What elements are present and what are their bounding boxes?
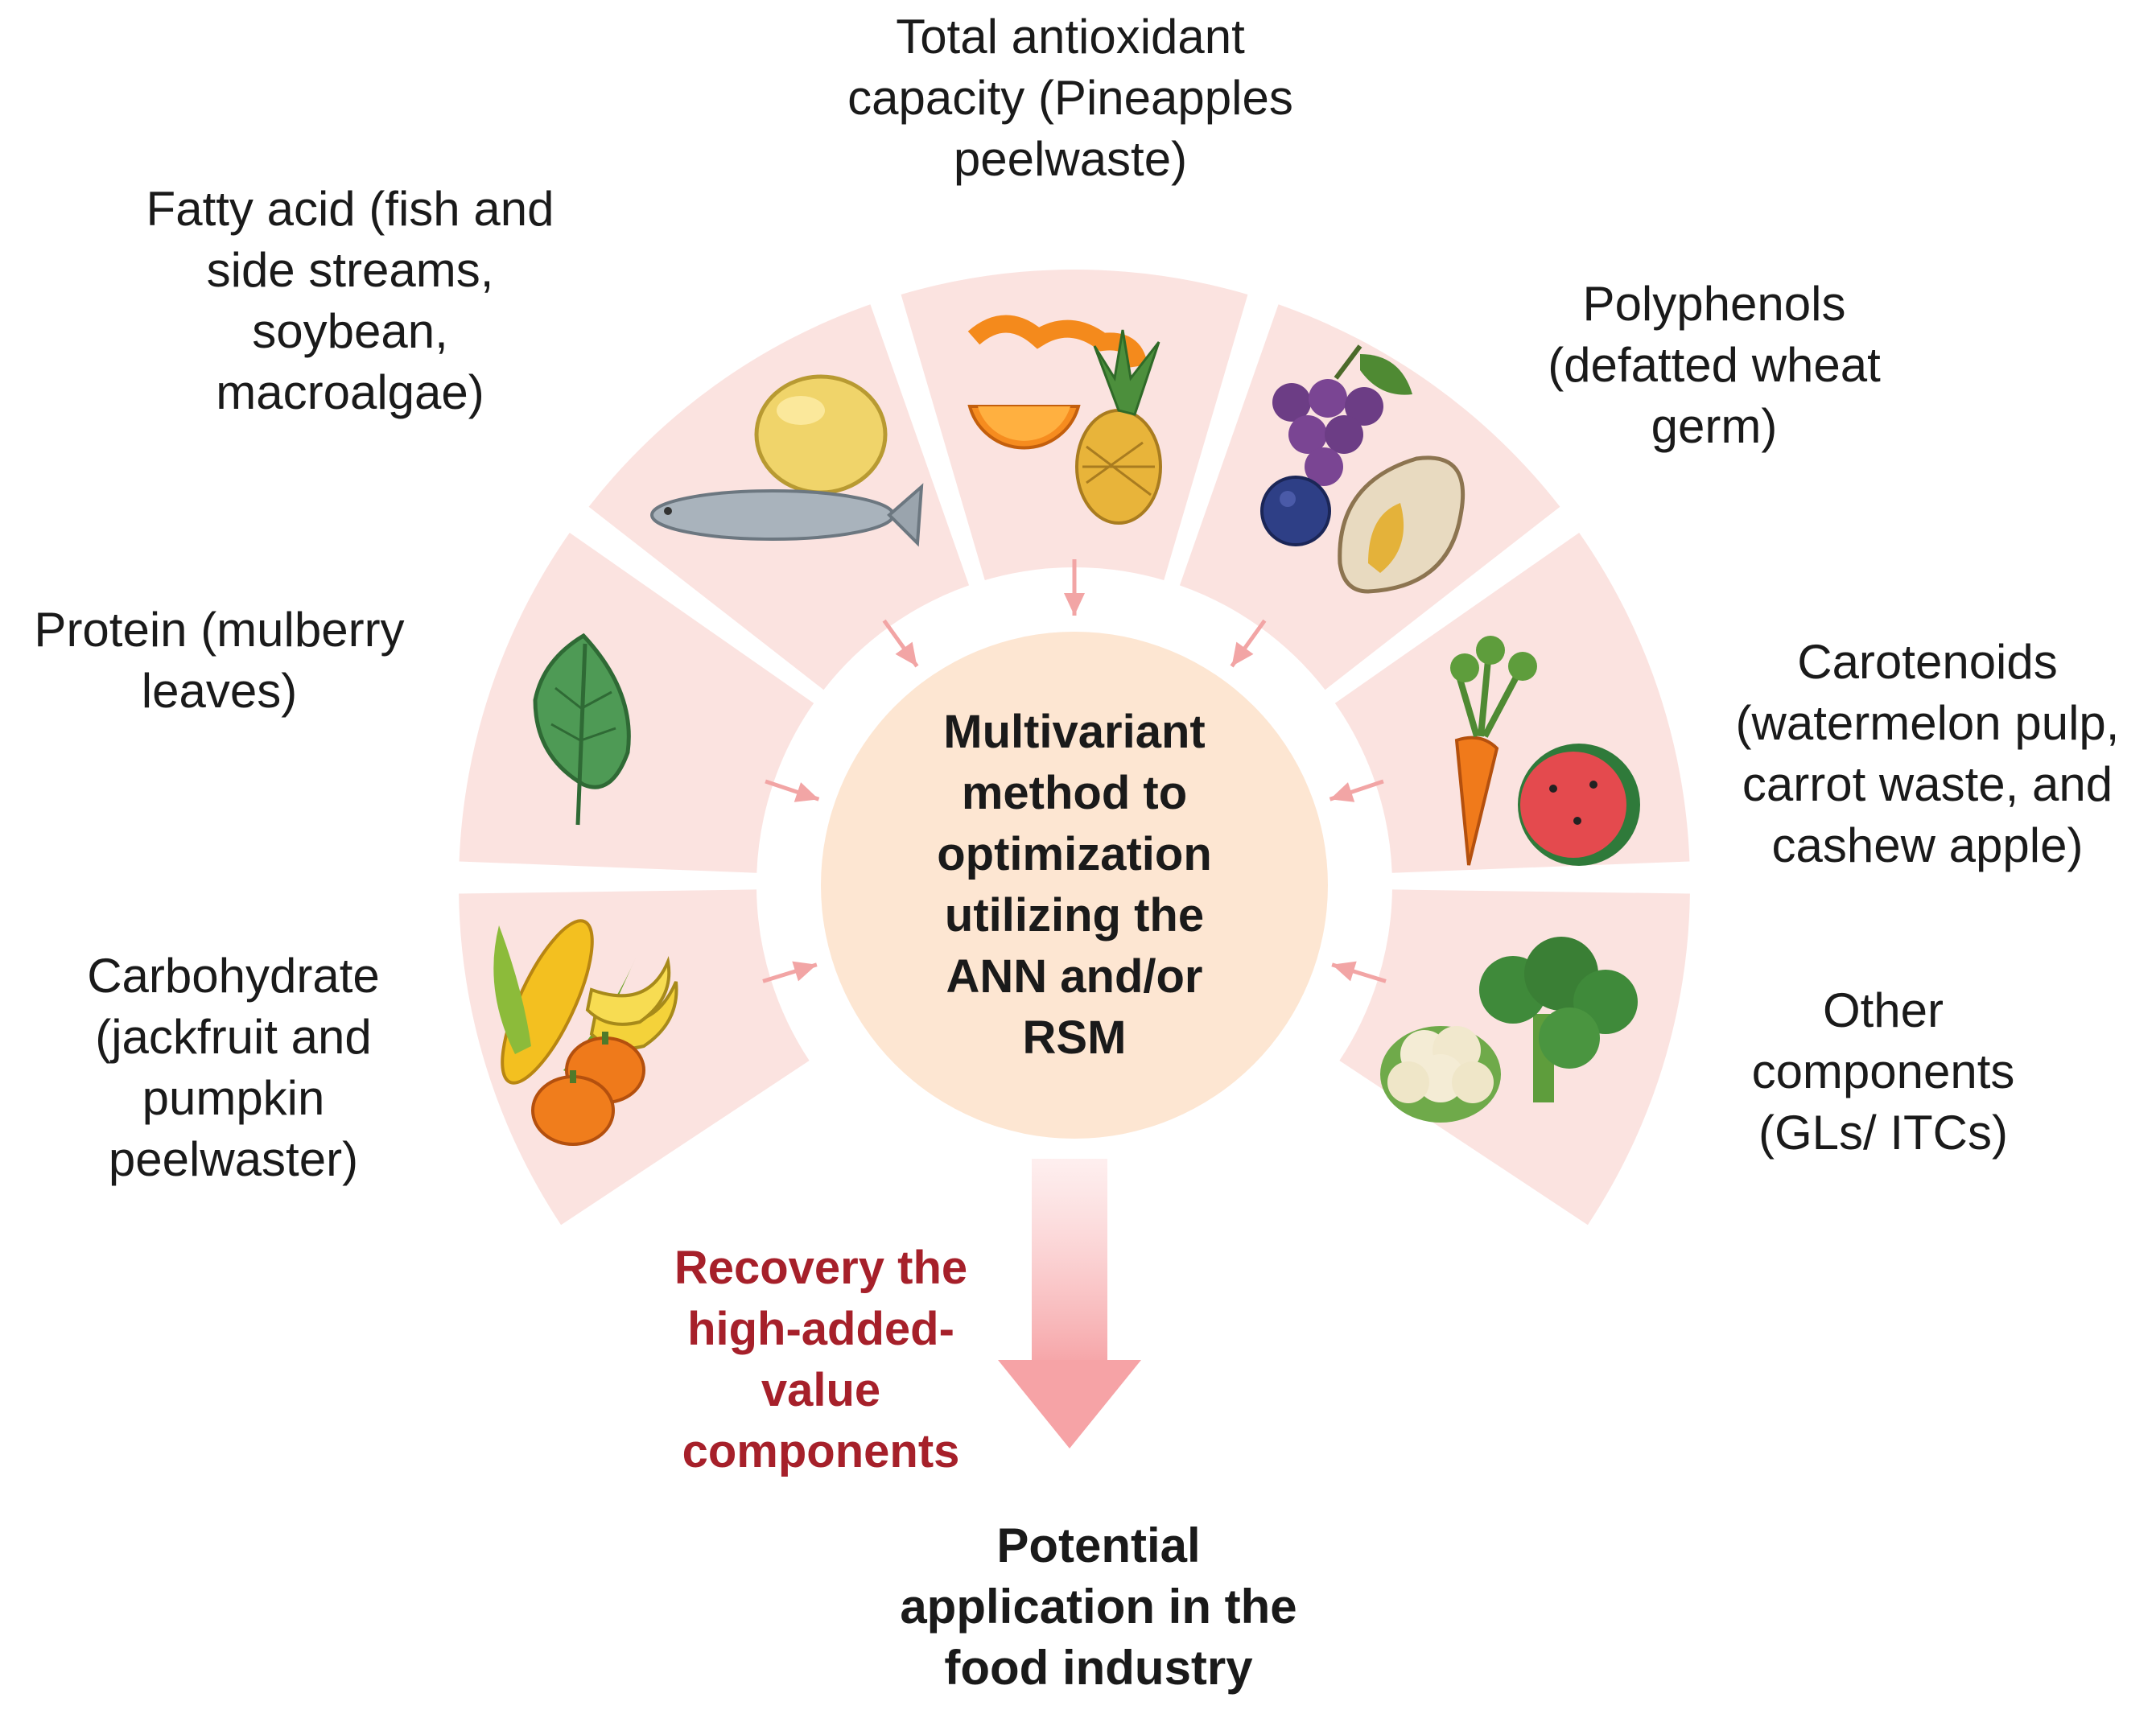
- fatty-acid-line: side streams,: [206, 243, 494, 297]
- polyphenols-line: Polyphenols: [1582, 277, 1846, 331]
- center-line: RSM: [1022, 1012, 1127, 1064]
- pumpkin-icon: [531, 1032, 645, 1146]
- arrowhead-carotenoids: [1329, 782, 1355, 802]
- carbohydrate-line: Carbohydrate: [87, 949, 380, 1003]
- center-method-label: Multivariant method to optimization utilizi…: [853, 702, 1296, 1069]
- recovery-line: value: [761, 1364, 881, 1416]
- fatty-acid-label: Fatty acid (fish and side streams, soybean…: [105, 179, 596, 423]
- segment-protein: [459, 532, 814, 873]
- antioxidant-label: Total antioxidant capacity (Pineapples pee…: [797, 6, 1344, 190]
- recovery-line: high-added-: [687, 1303, 954, 1355]
- polyphenols-label: Polyphenols (defatted wheat germ): [1481, 274, 1948, 457]
- carotenoids-label: Carotenoids (watermelon pulp, carrot waste…: [1698, 632, 2156, 876]
- wheat-grain-icon: [1338, 455, 1466, 594]
- arrowhead-protein: [794, 782, 819, 802]
- antioxidant-line: peelwaste): [953, 132, 1188, 186]
- outcome-label: Potential application in the food industry: [829, 1515, 1368, 1699]
- cauliflower-icon: [1380, 1026, 1501, 1123]
- outcome-line: food industry: [944, 1641, 1253, 1695]
- arrowhead-polyphenols: [1231, 641, 1254, 667]
- protein-line: leaves): [141, 664, 298, 718]
- other-line: components: [1751, 1045, 2015, 1098]
- arrowhead-antioxidant: [1064, 593, 1085, 616]
- antioxidant-line: capacity (Pineapples: [847, 71, 1293, 125]
- pineapple-icon: [1075, 329, 1162, 525]
- center-line: optimization: [937, 828, 1212, 880]
- segment-antioxidant: [901, 269, 1248, 580]
- broccoli-icon: [1479, 937, 1638, 1102]
- arrowhead-other: [1332, 961, 1357, 982]
- recovery-line: Recovery the: [674, 1242, 968, 1294]
- carbohydrate-line: pumpkin: [142, 1071, 325, 1125]
- fatty-acid-line: macroalgae): [216, 365, 484, 419]
- recovery-label: Recovery the high-added-value components: [604, 1238, 1038, 1482]
- center-line: ANN and/or: [946, 950, 1203, 1003]
- antioxidant-line: Total antioxidant: [896, 10, 1245, 64]
- polyphenols-line: (defatted wheat: [1548, 338, 1881, 392]
- outcome-line: application in the: [900, 1580, 1297, 1634]
- recovery-line: components: [682, 1425, 960, 1477]
- other-line: (GLs/ ITCs): [1758, 1106, 2008, 1160]
- fatty-acid-line: soybean,: [252, 304, 448, 358]
- other-line: Other: [1822, 983, 1944, 1037]
- fatty-acid-line: Fatty acid (fish and: [146, 182, 554, 236]
- fish-icon: [650, 483, 924, 547]
- watermelon-icon: [1518, 744, 1640, 866]
- carotenoids-line: Carotenoids: [1797, 635, 2058, 689]
- other-label: Other components (GLs/ ITCs): [1682, 980, 2084, 1164]
- arrowhead-fatty-acid: [895, 641, 917, 667]
- grapes-icon: [1272, 344, 1412, 486]
- carotenoids-line: cashew apple): [1771, 818, 2084, 872]
- arrowhead-carbohydrate: [792, 961, 817, 982]
- carrot-icon: [1450, 636, 1537, 866]
- center-circle: [821, 632, 1328, 1139]
- outcome-line: Potential: [996, 1518, 1201, 1572]
- protein-line: Protein (mulberry: [34, 603, 405, 657]
- input-arrows: [762, 559, 1387, 983]
- carbohydrate-line: (jackfruit and: [95, 1010, 372, 1064]
- polyphenols-line: germ): [1651, 399, 1778, 453]
- center-line: Multivariant: [943, 706, 1206, 758]
- center-line: utilizing the: [944, 889, 1205, 942]
- center-line: method to: [961, 767, 1188, 819]
- protein-label: Protein (mulberry leaves): [0, 600, 439, 722]
- carotenoids-line: carrot waste, and: [1742, 757, 2113, 811]
- output-arrow: [998, 1159, 1141, 1448]
- carotenoids-line: (watermelon pulp,: [1735, 696, 2120, 750]
- soybean-icon: [754, 374, 888, 495]
- carbohydrate-label: Carbohydrate (jackfruit and pumpkin peelwas…: [32, 946, 435, 1190]
- blueberry-icon: [1260, 476, 1331, 546]
- leaf-icon: [533, 632, 631, 826]
- carbohydrate-line: peelwaster): [108, 1132, 359, 1186]
